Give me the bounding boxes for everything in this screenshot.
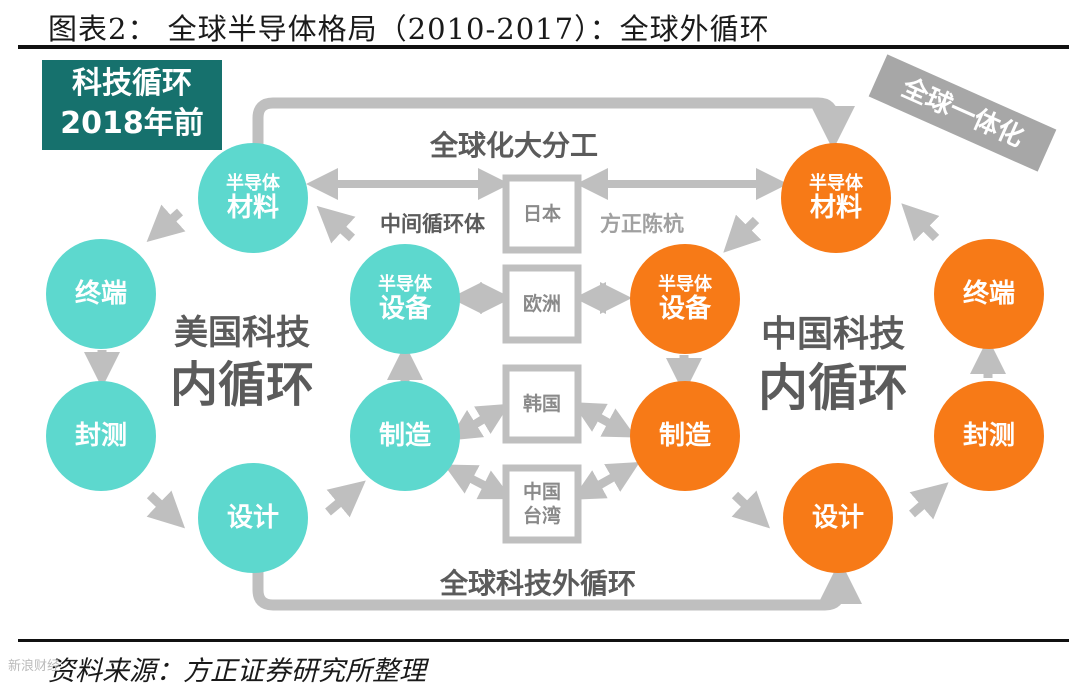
arrow-us-packaging-design bbox=[146, 490, 186, 529]
country-taiwan-line1: 中国 bbox=[522, 481, 561, 503]
country-box-japan bbox=[502, 174, 582, 254]
source-note: 新浪财经 资料来源：方正证券研究所整理 bbox=[8, 649, 426, 688]
us-loop-label: 美国科技 内循环 bbox=[170, 310, 314, 414]
cn-design-label: 设计 bbox=[811, 502, 864, 533]
cn-loop-line1: 中国科技 bbox=[760, 314, 905, 355]
us-node-equipment: 半导体 设备 bbox=[350, 244, 460, 354]
us-node-manufacturing: 制造 bbox=[350, 381, 460, 491]
us-materials-small: 半导体 bbox=[226, 172, 280, 194]
arrow-tw-cn-rev bbox=[572, 468, 624, 500]
watermark-logo: 新浪财经 bbox=[8, 659, 61, 674]
cn-loop-label: 中国科技 内循环 bbox=[758, 312, 908, 418]
bottom-rule bbox=[18, 639, 1069, 642]
era-badge-line1: 科技循环 bbox=[72, 66, 192, 101]
arrow-us-design-manufacturing bbox=[325, 480, 366, 518]
country-korea: 韩国 bbox=[502, 392, 582, 416]
figure-caption: 图表2： 全球半导体格局（2010-2017）：全球外循环 bbox=[48, 12, 770, 46]
top-loop-arrow bbox=[252, 97, 855, 150]
us-node-terminal: 终端 bbox=[46, 239, 156, 349]
us-equipment-big: 设备 bbox=[378, 293, 431, 324]
arrow-kr-us-rev bbox=[463, 403, 510, 434]
country-europe-label: 欧洲 bbox=[522, 293, 561, 315]
arrow-cn-design-packaging bbox=[909, 482, 949, 520]
us-equipment-small: 半导体 bbox=[378, 273, 432, 295]
us-packaging-label: 封测 bbox=[74, 420, 127, 451]
country-box-korea bbox=[502, 364, 582, 444]
country-box-europe bbox=[502, 264, 582, 344]
cn-node-terminal: 终端 bbox=[934, 239, 1044, 349]
cn-materials-small: 半导体 bbox=[809, 172, 863, 194]
country-korea-label: 韩国 bbox=[522, 393, 561, 415]
cn-equipment-small: 半导体 bbox=[658, 273, 712, 295]
cn-loop-line2: 内循环 bbox=[758, 359, 908, 417]
arrow-cn-materials-equipment bbox=[723, 214, 762, 253]
top-rule bbox=[18, 45, 1069, 49]
country-japan: 日本 bbox=[502, 202, 582, 226]
middle-body-label: 中间循环体 bbox=[380, 212, 485, 236]
country-japan-label: 日本 bbox=[522, 203, 561, 225]
cn-manufacturing-label: 制造 bbox=[658, 420, 711, 451]
source-text: 资料来源：方正证券研究所整理 bbox=[48, 656, 426, 687]
country-box-taiwan bbox=[502, 464, 582, 544]
cn-node-materials: 半导体 材料 bbox=[781, 143, 891, 253]
cn-materials-big: 材料 bbox=[809, 192, 862, 223]
arrow-tw-us-rev bbox=[460, 470, 513, 500]
us-node-materials: 半导体 材料 bbox=[198, 143, 308, 253]
watermark-author: 方正陈杭 bbox=[600, 212, 684, 236]
cn-packaging-label: 封测 bbox=[962, 420, 1015, 451]
bottom-loop-arrow bbox=[252, 560, 862, 611]
us-terminal-label: 终端 bbox=[74, 278, 127, 309]
us-node-design: 设计 bbox=[198, 463, 308, 573]
country-europe: 欧洲 bbox=[502, 292, 582, 316]
global-division-label: 全球化大分工 bbox=[430, 129, 599, 162]
country-taiwan: 中国 台湾 bbox=[502, 480, 582, 528]
cn-node-design: 设计 bbox=[783, 463, 893, 573]
cn-terminal-label: 终端 bbox=[962, 278, 1015, 309]
era-badge-line2: 2018年前 bbox=[60, 106, 204, 141]
country-taiwan-line2: 台湾 bbox=[522, 505, 561, 527]
us-materials-big: 材料 bbox=[226, 192, 279, 223]
us-loop-line1: 美国科技 bbox=[174, 313, 310, 353]
cn-node-equipment: 半导体 设备 bbox=[630, 244, 740, 354]
arrow-kr-cn-rev bbox=[572, 402, 620, 432]
arrow-cn-manufacturing-design bbox=[731, 490, 771, 529]
cn-node-manufacturing: 制造 bbox=[630, 381, 740, 491]
us-loop-line2: 内循环 bbox=[170, 357, 315, 413]
us-design-label: 设计 bbox=[226, 502, 279, 533]
global-outer-loop-label: 全球科技外循环 bbox=[440, 567, 637, 600]
arrow-us-equipment-materials bbox=[316, 205, 356, 244]
cn-equipment-big: 设备 bbox=[658, 293, 711, 324]
us-node-packaging: 封测 bbox=[46, 381, 156, 491]
us-manufacturing-label: 制造 bbox=[378, 420, 431, 451]
era-badge: 科技循环 2018年前 bbox=[42, 60, 222, 150]
cn-node-packaging: 封测 bbox=[934, 381, 1044, 491]
arrow-cn-terminal-materials bbox=[901, 203, 940, 242]
arrow-us-materials-terminal bbox=[146, 204, 186, 243]
